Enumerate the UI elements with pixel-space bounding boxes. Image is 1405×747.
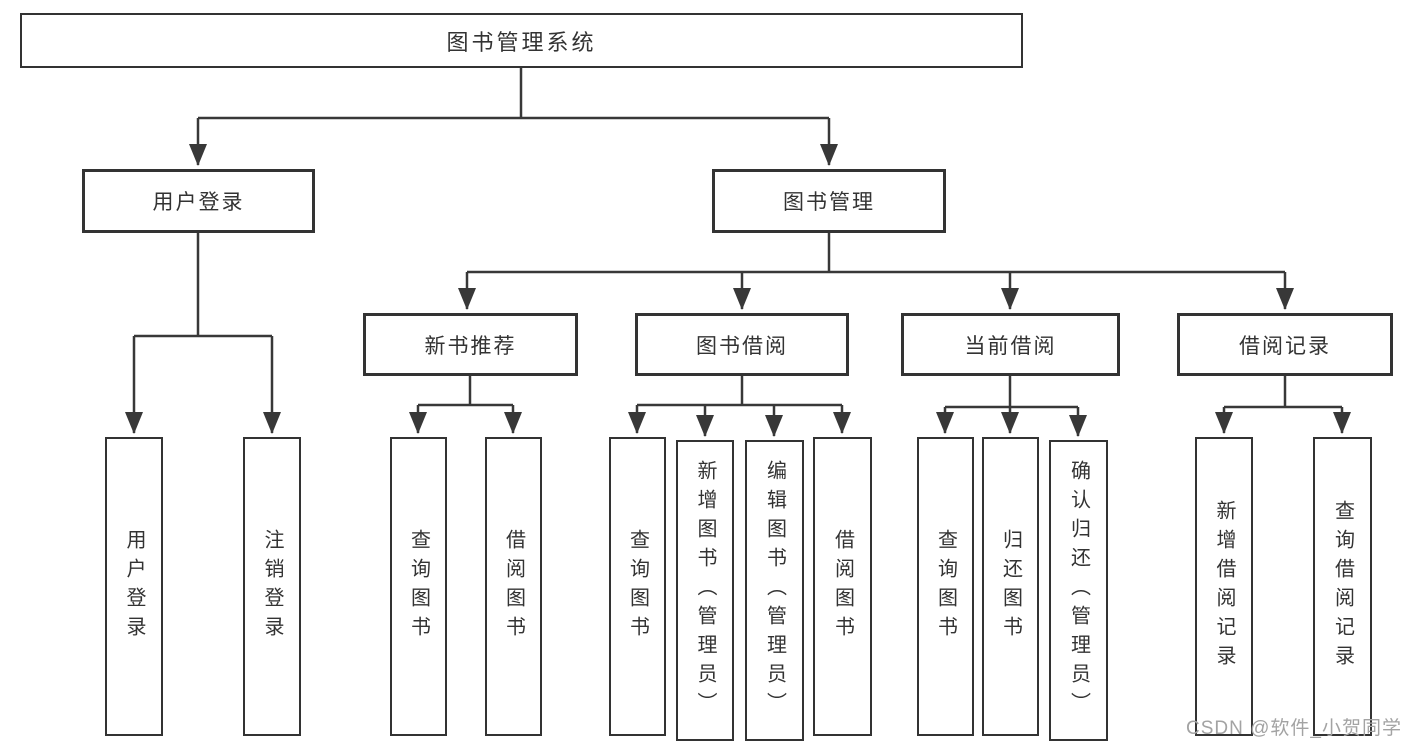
node-current-borrowing-label: 当前借阅 (964, 334, 1057, 358)
leaf-add-books-admin: 新增图书（管理员） (676, 440, 734, 741)
root-box-library-management-system: 图书管理系统 (20, 13, 1023, 68)
leaf-borrow-books: 借阅图书 (813, 437, 872, 736)
root-box-label: 图书管理系统 (446, 29, 597, 55)
node-current-borrowing: 当前借阅 (901, 313, 1120, 376)
leaf-query-books-recommendation-label: 查询图书 (407, 528, 430, 645)
node-borrowing-records: 借阅记录 (1177, 313, 1393, 376)
node-user-login-label: 用户登录 (152, 191, 245, 214)
leaf-user-login-label: 用户登录 (123, 528, 145, 645)
leaf-query-books-borrowing: 查询图书 (609, 437, 666, 736)
leaf-user-login: 用户登录 (105, 437, 163, 736)
node-book-borrowing: 图书借阅 (635, 313, 849, 376)
leaf-return-books: 归还图书 (982, 437, 1039, 736)
node-new-book-recommendation-label: 新书推荐 (424, 334, 517, 358)
node-book-management-label: 图书管理 (783, 191, 875, 214)
leaf-add-borrow-record: 新增借阅记录 (1195, 437, 1253, 736)
leaf-confirm-return-admin-label: 确认归还（管理员） (1067, 460, 1090, 721)
leaf-edit-books-admin-label: 编辑图书（管理员） (763, 460, 786, 721)
leaf-query-borrow-record-label: 查询借阅记录 (1331, 499, 1354, 674)
node-borrowing-records-label: 借阅记录 (1239, 334, 1331, 358)
leaf-return-books-label: 归还图书 (999, 528, 1022, 645)
node-user-login: 用户登录 (82, 169, 315, 233)
leaf-query-books-recommendation: 查询图书 (390, 437, 447, 736)
leaf-confirm-return-admin: 确认归还（管理员） (1049, 440, 1108, 741)
leaf-query-books-current-label: 查询图书 (934, 528, 957, 645)
node-book-borrowing-label: 图书借阅 (696, 334, 788, 358)
leaf-borrow-books-recommendation-label: 借阅图书 (502, 528, 525, 645)
leaf-borrow-books-label: 借阅图书 (831, 528, 854, 645)
leaf-logout: 注销登录 (243, 437, 301, 736)
leaf-query-borrow-record: 查询借阅记录 (1313, 437, 1372, 736)
leaf-query-books-current: 查询图书 (917, 437, 974, 736)
leaf-edit-books-admin: 编辑图书（管理员） (745, 440, 804, 741)
leaf-query-books-borrowing-label: 查询图书 (626, 528, 649, 645)
leaf-borrow-books-recommendation: 借阅图书 (485, 437, 542, 736)
leaf-add-books-admin-label: 新增图书（管理员） (694, 460, 716, 721)
leaf-logout-label: 注销登录 (261, 528, 283, 645)
csdn-watermark: CSDN @软件_小贺同学 (1186, 718, 1402, 739)
node-new-book-recommendation: 新书推荐 (363, 313, 578, 376)
leaf-add-borrow-record-label: 新增借阅记录 (1213, 499, 1235, 674)
node-book-management: 图书管理 (712, 169, 946, 233)
